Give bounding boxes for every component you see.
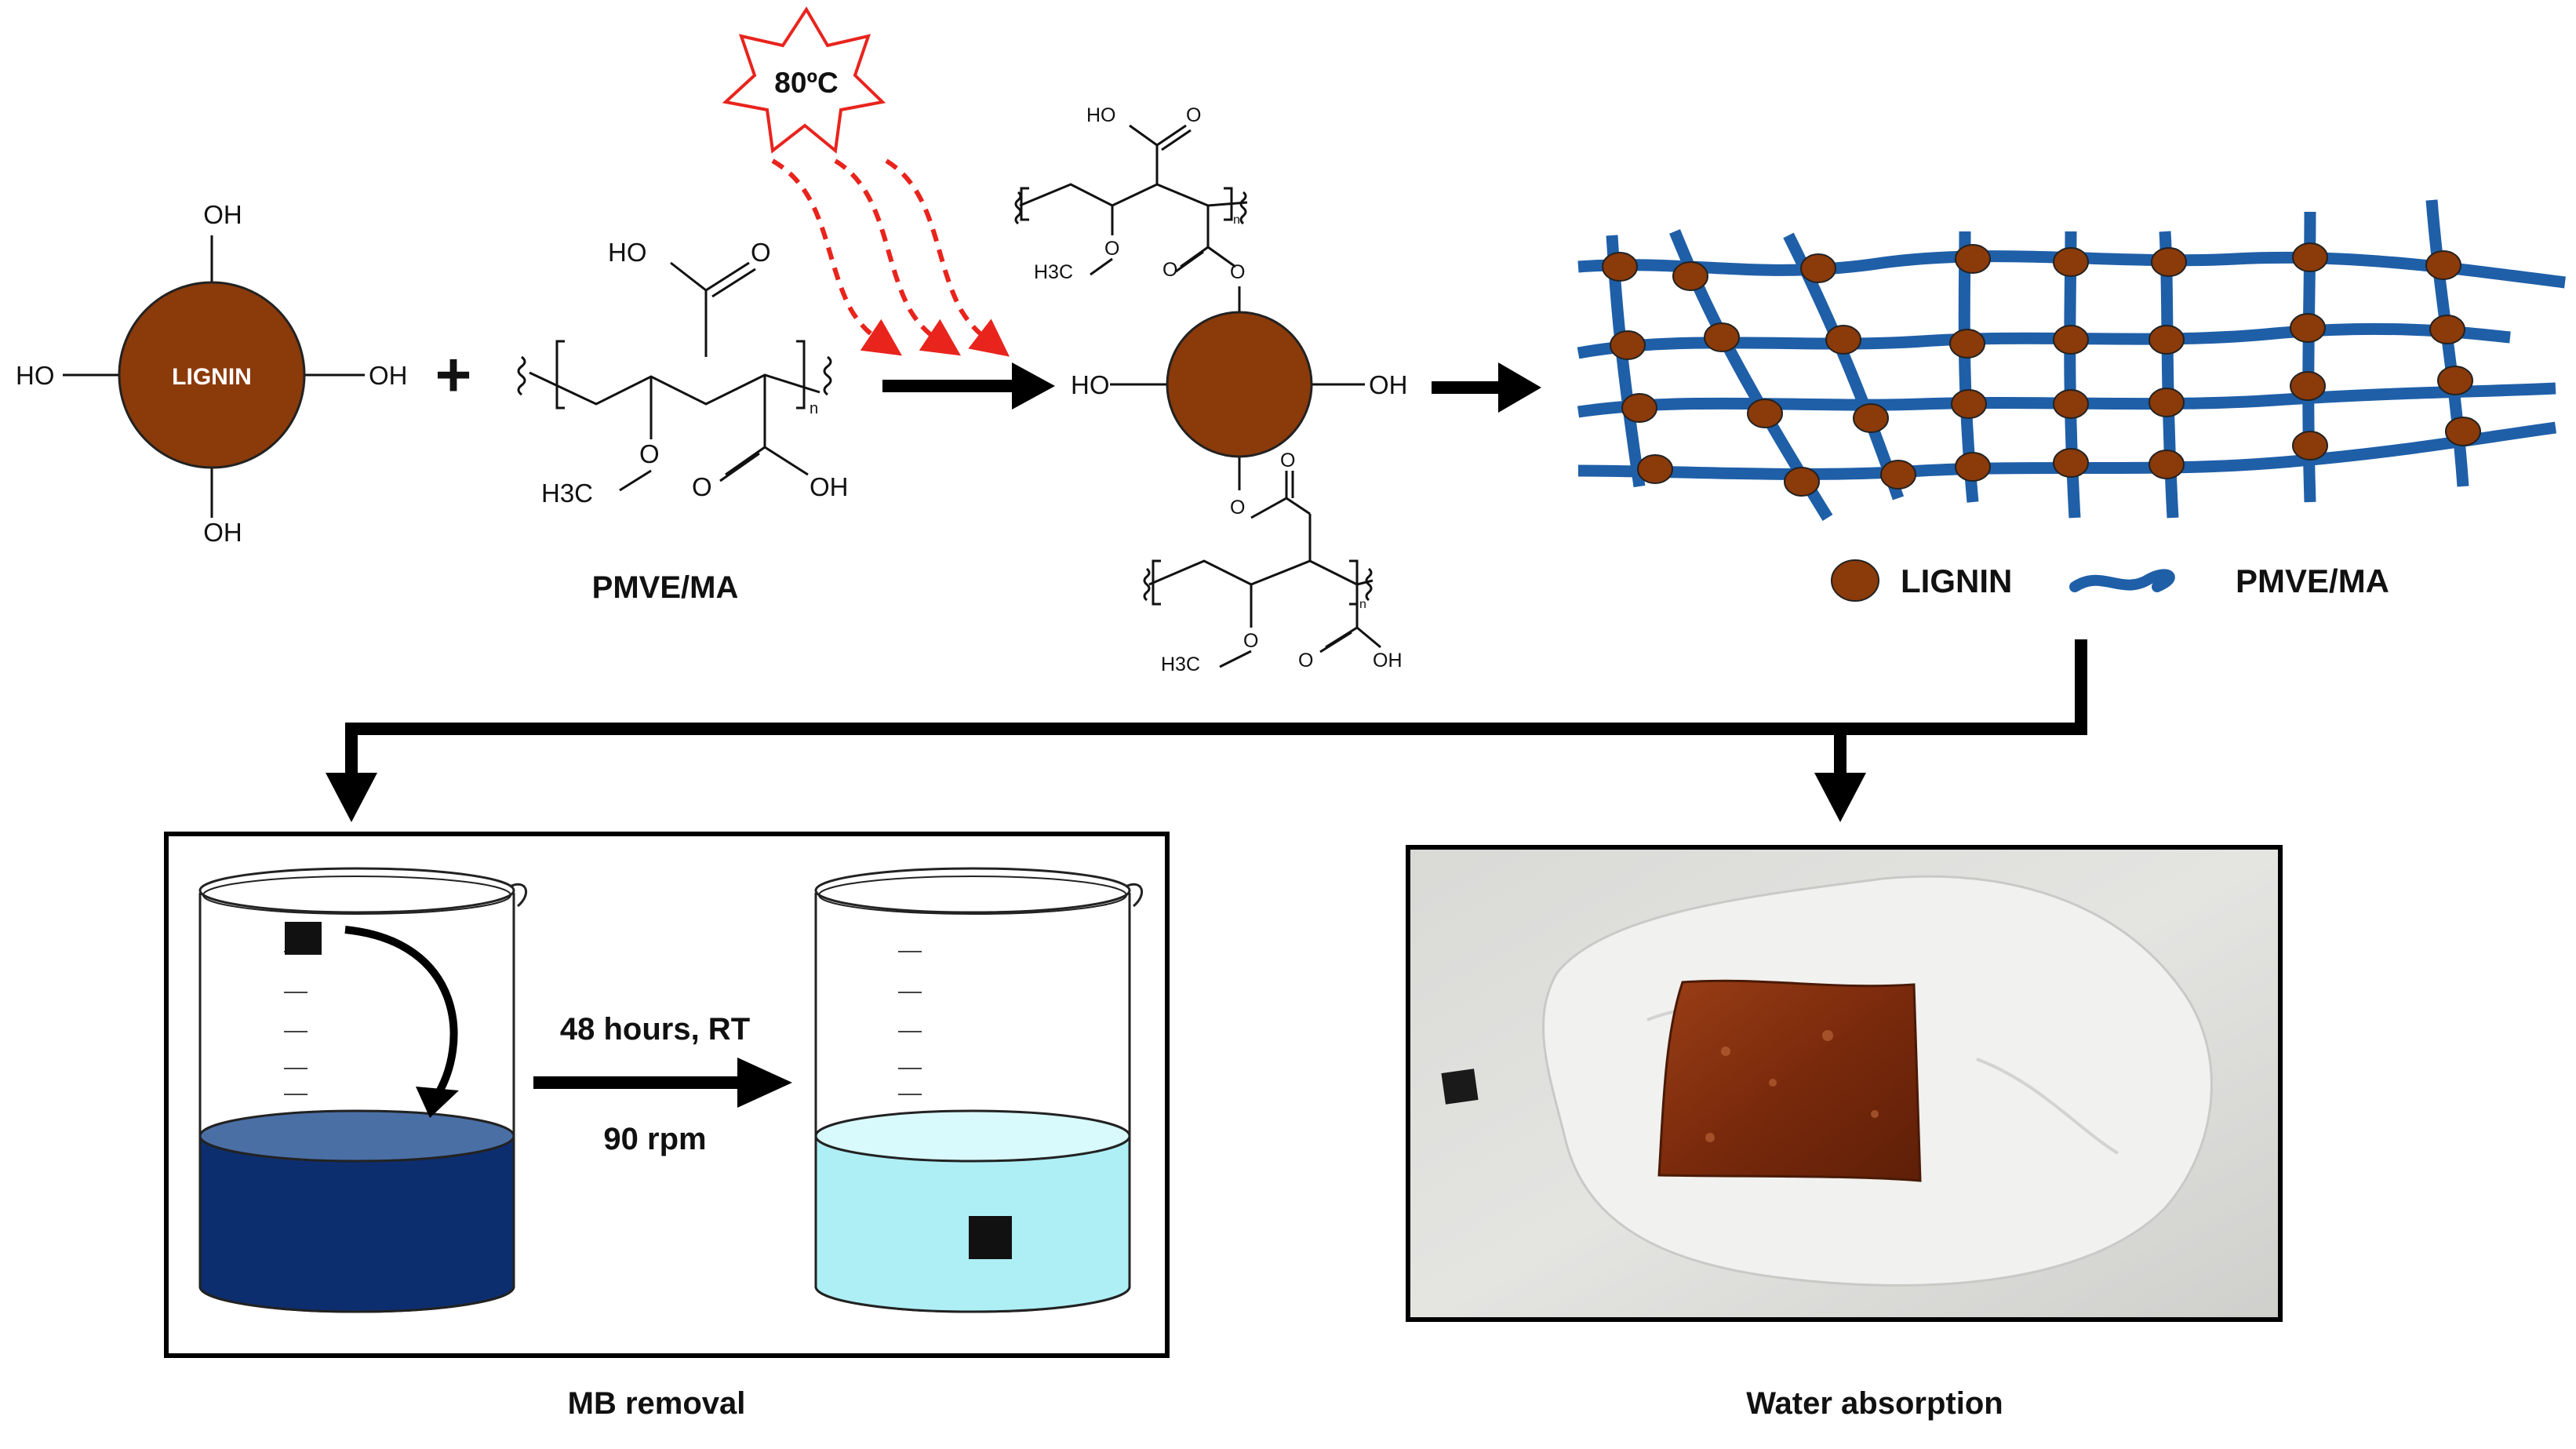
heat-star [722,6,886,154]
beaker-before [198,867,527,1313]
graft-bottom-n: n [1359,598,1366,611]
graft-top-h3c: H3C [1034,261,1073,283]
graft-bottom-methoxy-o: O [1243,630,1258,652]
legend-lignin-swatch [1831,559,1879,602]
lignin-right-oh: OH [369,361,408,390]
pmve-methoxy-o: O [639,439,660,468]
lignin-top-oh: OH [203,200,242,229]
network-arrow [1432,362,1541,413]
reaction-arrow [882,362,1055,410]
pmve-bottom-o: O [692,472,712,501]
condition-arrow [533,1058,792,1108]
graft-bottom-h3c: H3C [1161,654,1200,675]
condition-speed: 90 rpm [603,1122,706,1156]
graft-bottom-ester-o2: O [1280,450,1295,471]
dry-sample [1441,1069,1479,1105]
legend-lignin-label: LIGNIN [1901,562,2012,599]
graft-top-ester-o2: O [1230,261,1245,283]
pmve-subscript-n: n [810,400,818,417]
plus-sign: + [435,340,472,410]
heat-arrow-2 [834,158,961,356]
pmve-h3c: H3C [541,479,593,508]
graft-top-n: n [1233,213,1240,227]
graft-top-ho: HO [1086,104,1116,126]
network-legend: LIGNIN PMVE/MA [1831,559,2389,602]
mb-removal-panel: 48 hours, RT 90 rpm [164,832,1170,1358]
network-nodes [1602,242,2481,497]
pmve-ma-caption: PMVE/MA [592,570,739,605]
graft-left-ho: HO [1071,370,1110,399]
pmve-top-ho: HO [608,238,647,267]
condition-time: 48 hours, RT [560,1012,750,1047]
grafted-product [1014,124,1381,668]
swollen-hydrogel [1657,979,1922,1182]
pmve-top-o: O [751,238,771,267]
graft-right-oh: OH [1369,370,1408,399]
water-absorption-panel [1406,845,2283,1322]
graft-bottom-ester-o1: O [1230,497,1245,519]
mb-removal-caption: MB removal [568,1386,746,1421]
branch-arrows [326,639,2087,822]
hydrogel-sample-after [969,1216,1012,1259]
lignin-left-ho: HO [16,361,55,390]
grafted-lignin-sphere [1166,311,1313,458]
heat-arrow-3 [885,158,1010,357]
graft-bottom-acid-o: O [1298,650,1313,672]
pmve-ma-labels: HO O n O H3C O OH PMVE/MA [541,238,849,605]
heat-arrow-1 [771,158,902,356]
hydrogel-sample-before [285,922,322,955]
graft-top-o: O [1186,104,1201,126]
heat-indicator: 80ºC [722,6,1010,357]
graft-bottom-acid-oh: OH [1373,650,1403,672]
heat-label: 80ºC [774,67,838,99]
lignin-sphere [118,281,306,469]
pmve-bottom-oh: OH [810,472,849,501]
beaker-after [814,867,1143,1313]
legend-polymer-label: PMVE/MA [2236,562,2389,599]
water-absorption-caption: Water absorption [1746,1386,2003,1421]
graft-top-ester-o1: O [1162,259,1177,281]
lignin-molecule: LIGNIN OH OH HO OH [16,200,408,547]
lignin-bottom-oh: OH [203,518,242,547]
pmve-ma-structure [517,261,832,492]
grafted-product-labels: HO O n O H3C O O HO OH O O n O H3C O OH [1034,104,1408,675]
graft-top-methoxy-o: O [1104,238,1119,260]
lignin-core-label: LIGNIN [172,364,252,390]
